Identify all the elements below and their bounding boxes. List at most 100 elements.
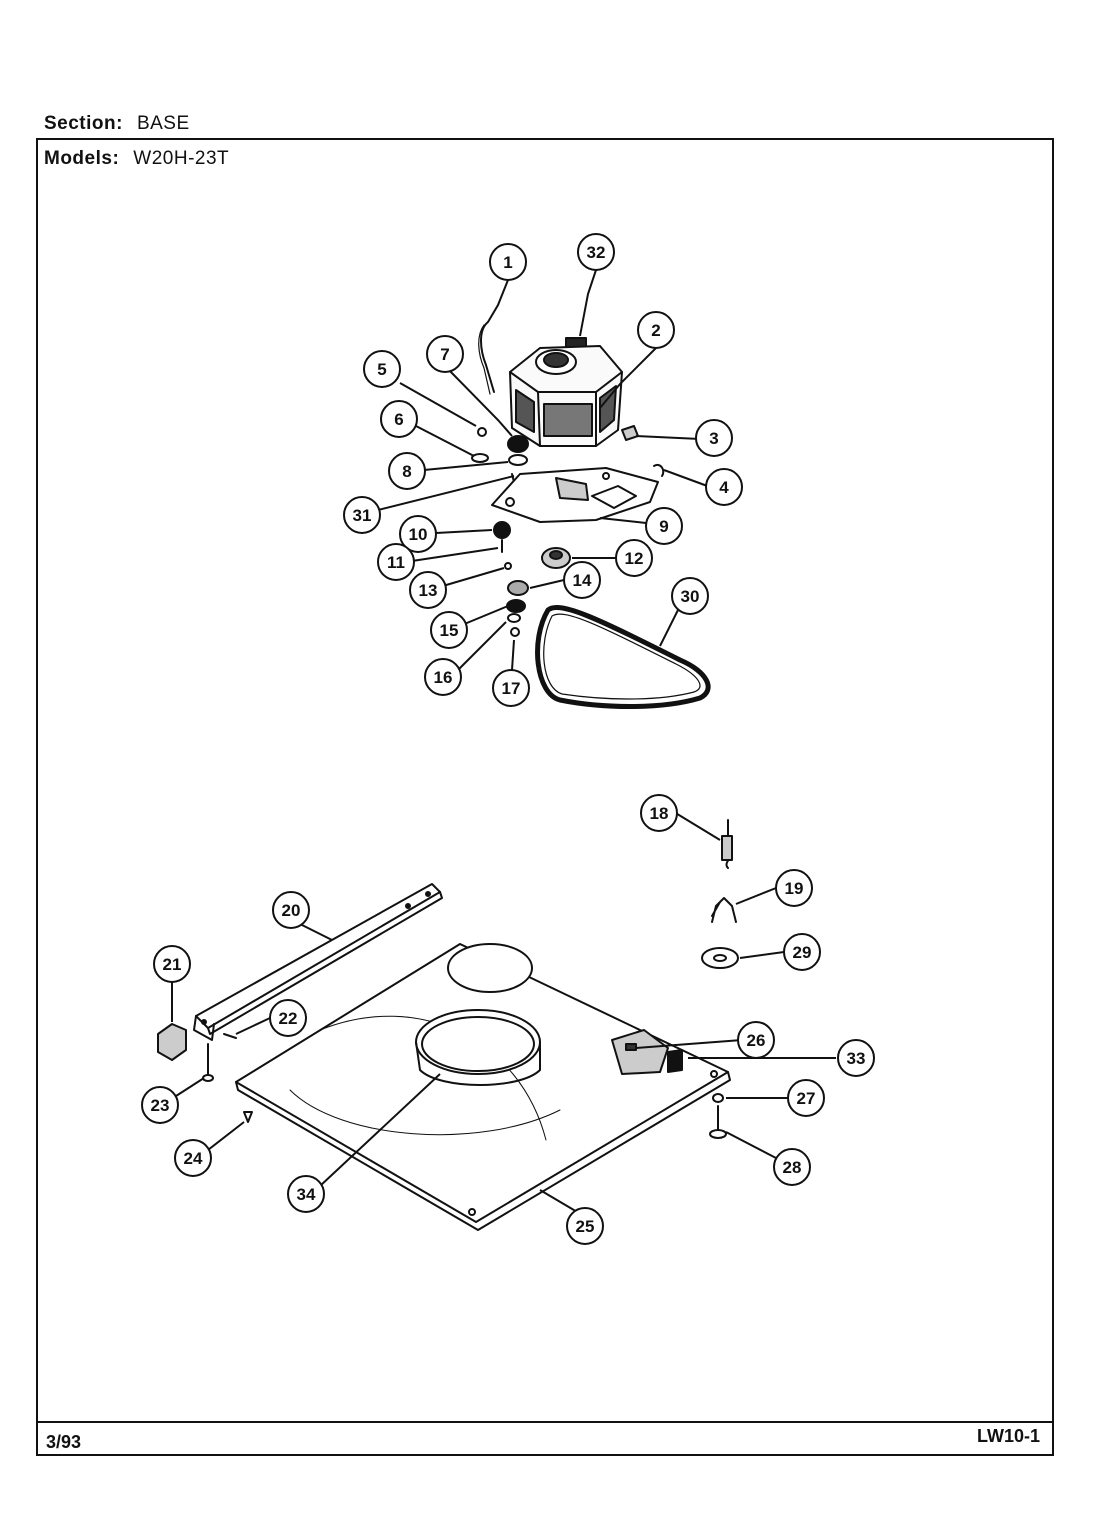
callout-16: 16 <box>424 658 462 696</box>
svg-text:1: 1 <box>503 253 512 272</box>
svg-text:19: 19 <box>785 879 804 898</box>
callout-31: 31 <box>343 496 381 534</box>
svg-text:11: 11 <box>387 553 405 572</box>
part-6-washer <box>471 453 489 463</box>
svg-text:30: 30 <box>681 587 700 606</box>
section-heading: Section: BASE <box>44 113 190 135</box>
part-26-bracket <box>611 1029 669 1075</box>
part-24-screw <box>243 1111 253 1123</box>
section-label: Section: <box>44 113 123 134</box>
callout-34: 34 <box>287 1175 325 1213</box>
svg-text:9: 9 <box>659 517 668 536</box>
callout-15: 15 <box>430 611 468 649</box>
footer-divider <box>36 1421 1054 1423</box>
callout-14: 14 <box>563 561 601 599</box>
footer-date: 3/93 <box>46 1432 82 1452</box>
svg-text:17: 17 <box>502 679 521 698</box>
callout-24: 24 <box>174 1139 212 1177</box>
callout-13: 13 <box>409 571 447 609</box>
callout-30: 30 <box>671 577 709 615</box>
svg-text:8: 8 <box>402 462 411 481</box>
callout-28: 28 <box>773 1148 811 1186</box>
svg-text:33: 33 <box>847 1049 866 1068</box>
callout-1: 1 <box>489 243 527 281</box>
svg-text:34: 34 <box>297 1185 316 1204</box>
part-33-cover <box>667 1049 683 1073</box>
part-25-base-plate <box>235 943 731 1231</box>
callout-23: 23 <box>141 1086 179 1124</box>
part-15-grommet <box>506 599 526 613</box>
part-19-wire-clip <box>711 897 737 923</box>
svg-text:18: 18 <box>650 804 669 823</box>
callout-4: 4 <box>705 468 743 506</box>
callout-18: 18 <box>640 794 678 832</box>
part-8-bushing <box>508 454 528 466</box>
callout-21: 21 <box>153 945 191 983</box>
part-18-spring <box>721 819 733 869</box>
part-22-pin <box>223 1033 237 1039</box>
part-10-grommet <box>493 521 511 539</box>
svg-text:32: 32 <box>587 243 606 262</box>
svg-text:13: 13 <box>419 581 438 600</box>
svg-text:3: 3 <box>709 429 718 448</box>
part-20-rail <box>193 883 443 1041</box>
svg-text:12: 12 <box>625 549 644 568</box>
callout-10: 10 <box>399 515 437 553</box>
svg-text:31: 31 <box>353 506 372 525</box>
callout-19: 19 <box>775 869 813 907</box>
svg-text:29: 29 <box>793 943 812 962</box>
part-34-ring <box>415 1009 541 1086</box>
part-2-motor <box>509 345 623 447</box>
svg-text:15: 15 <box>440 621 459 640</box>
callout-2: 2 <box>637 311 675 349</box>
part-27-nut <box>712 1093 724 1103</box>
svg-text:21: 21 <box>163 955 182 974</box>
svg-text:25: 25 <box>576 1217 595 1236</box>
callout-25: 25 <box>566 1207 604 1245</box>
callout-7: 7 <box>426 335 464 373</box>
svg-text:14: 14 <box>573 571 592 590</box>
part-29-pad <box>701 947 739 969</box>
part-12-clutch <box>541 547 571 569</box>
diagram-frame <box>36 138 1054 1456</box>
callout-12: 12 <box>615 539 653 577</box>
svg-text:10: 10 <box>409 525 428 544</box>
svg-text:27: 27 <box>797 1089 816 1108</box>
callout-6: 6 <box>380 400 418 438</box>
part-13-nut <box>504 562 512 570</box>
callout-5: 5 <box>363 350 401 388</box>
section-value: BASE <box>136 113 190 134</box>
svg-text:20: 20 <box>282 901 301 920</box>
part-30-belt <box>535 604 711 709</box>
part-14-pulley <box>507 580 529 596</box>
svg-text:26: 26 <box>747 1031 766 1050</box>
callout-22: 22 <box>269 999 307 1037</box>
callout-26: 26 <box>737 1021 775 1059</box>
models-label: Models: <box>44 148 120 169</box>
callout-3: 3 <box>695 419 733 457</box>
svg-text:28: 28 <box>783 1158 802 1177</box>
callout-9: 9 <box>645 507 683 545</box>
callout-32: 32 <box>577 233 615 271</box>
part-28-foot <box>709 1105 727 1139</box>
svg-text:24: 24 <box>184 1149 203 1168</box>
part-16-washer <box>507 613 521 623</box>
part-5-screw <box>477 427 487 437</box>
svg-text:22: 22 <box>279 1009 298 1028</box>
part-1-wire-bracket <box>480 321 495 393</box>
svg-text:2: 2 <box>651 321 660 340</box>
callout-20: 20 <box>272 891 310 929</box>
footer-page-code: LW10-1 <box>976 1426 1040 1446</box>
part-21-block <box>157 1023 187 1061</box>
callout-8: 8 <box>388 452 426 490</box>
callout-17: 17 <box>492 669 530 707</box>
callout-11: 11 <box>377 543 415 581</box>
svg-text:16: 16 <box>434 668 453 687</box>
part-23-bolt <box>202 1043 214 1082</box>
svg-text:23: 23 <box>151 1096 170 1115</box>
svg-text:7: 7 <box>440 345 449 364</box>
callout-29: 29 <box>783 933 821 971</box>
svg-text:4: 4 <box>719 478 729 497</box>
part-4-spring <box>653 464 665 477</box>
